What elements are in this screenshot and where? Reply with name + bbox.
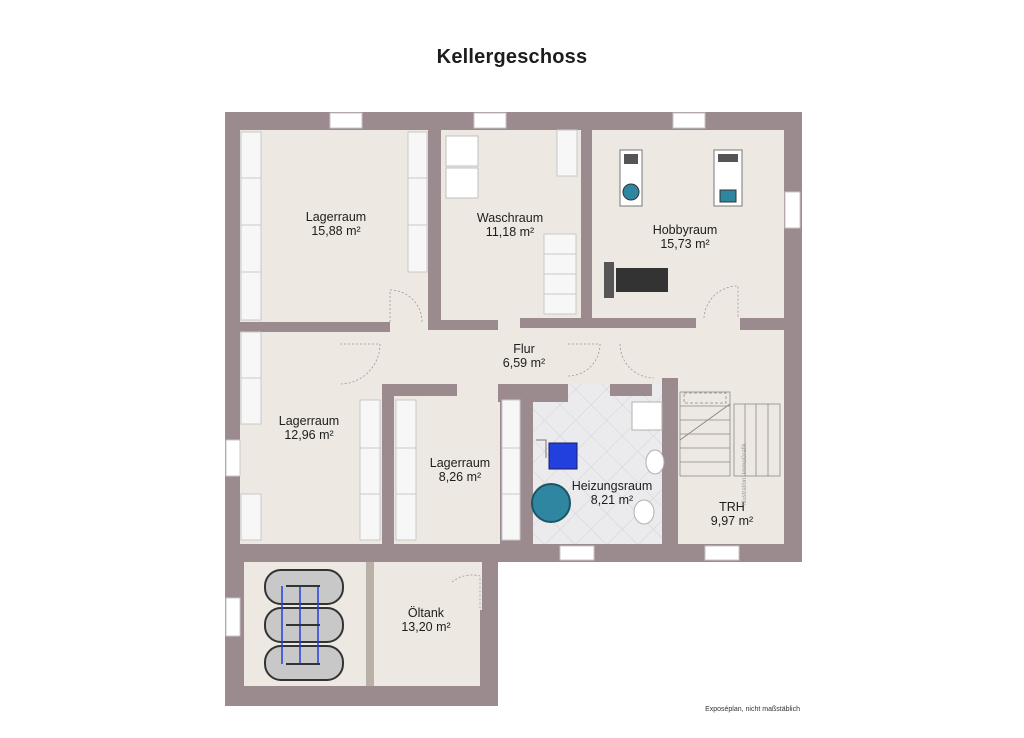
plan-title: Kellergeschoss (436, 46, 588, 68)
oil-tank-boiler (531, 483, 571, 523)
washing-machines (445, 135, 479, 199)
windows (225, 112, 801, 637)
doors (339, 285, 739, 610)
watermark: Illustration: ImmoGrafik (742, 443, 748, 505)
floor-lagerraum-1 (240, 130, 428, 322)
window-left-1 (225, 439, 241, 477)
window-bottom-2 (704, 545, 740, 561)
heating-fixtures (531, 401, 665, 525)
window-top-1 (329, 112, 363, 129)
footnote: Exposéplan, nicht maßstäblich (705, 706, 800, 713)
window-bottom-1 (559, 545, 595, 561)
gym-equipment (604, 149, 743, 298)
shelves (240, 129, 578, 541)
floor-lagerraum-2 (240, 332, 382, 544)
floor-flur (382, 320, 784, 384)
staircase (679, 391, 781, 477)
floor-oeltank (374, 562, 482, 686)
window-top-2 (473, 112, 507, 129)
floor-trh (678, 384, 784, 544)
window-left-2 (225, 597, 241, 637)
sink (631, 401, 663, 431)
boiler (548, 442, 578, 470)
oil-tanks (264, 569, 344, 681)
window-right (784, 191, 801, 229)
window-top-3 (672, 112, 706, 129)
